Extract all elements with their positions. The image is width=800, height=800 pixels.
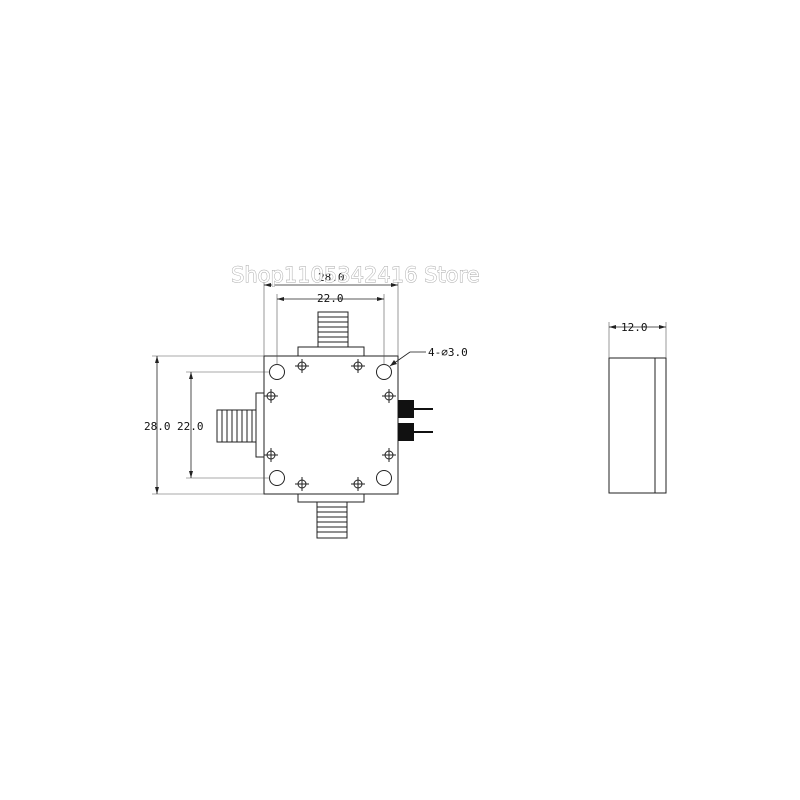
side-view <box>608 357 667 494</box>
dim-side-thickness-label: 12.0 <box>621 321 648 334</box>
screw-marks <box>264 359 396 491</box>
hole-callout-leader <box>389 351 426 367</box>
screw-mark <box>351 359 365 373</box>
left-connector <box>216 392 265 458</box>
screw-mark <box>264 448 278 462</box>
dimension-top-outer <box>263 280 399 356</box>
top-connector <box>297 311 365 357</box>
dimension-side-thickness <box>608 322 667 358</box>
front-view <box>216 311 433 539</box>
hole-callout-label: 4-∅3.0 <box>428 346 468 359</box>
dimension-left-outer <box>152 355 264 495</box>
dimension-left-inner <box>186 371 270 479</box>
screw-mark <box>382 448 396 462</box>
bottom-connector <box>297 493 365 539</box>
dim-left-outer-label: 28.0 <box>144 420 171 433</box>
store-watermark: Shop1105342416 Store <box>231 263 480 287</box>
dim-top-inner-label: 22.0 <box>317 292 344 305</box>
right-dc-pins <box>398 400 433 441</box>
screw-mark <box>295 359 309 373</box>
screw-mark <box>382 389 396 403</box>
screw-mark <box>295 477 309 491</box>
dim-left-inner-label: 22.0 <box>177 420 204 433</box>
mounting-holes <box>269 364 392 486</box>
screw-mark <box>351 477 365 491</box>
dimension-top-inner <box>276 294 385 365</box>
dim-top-outer-label: 28.0 <box>318 271 345 284</box>
screw-mark <box>264 389 278 403</box>
